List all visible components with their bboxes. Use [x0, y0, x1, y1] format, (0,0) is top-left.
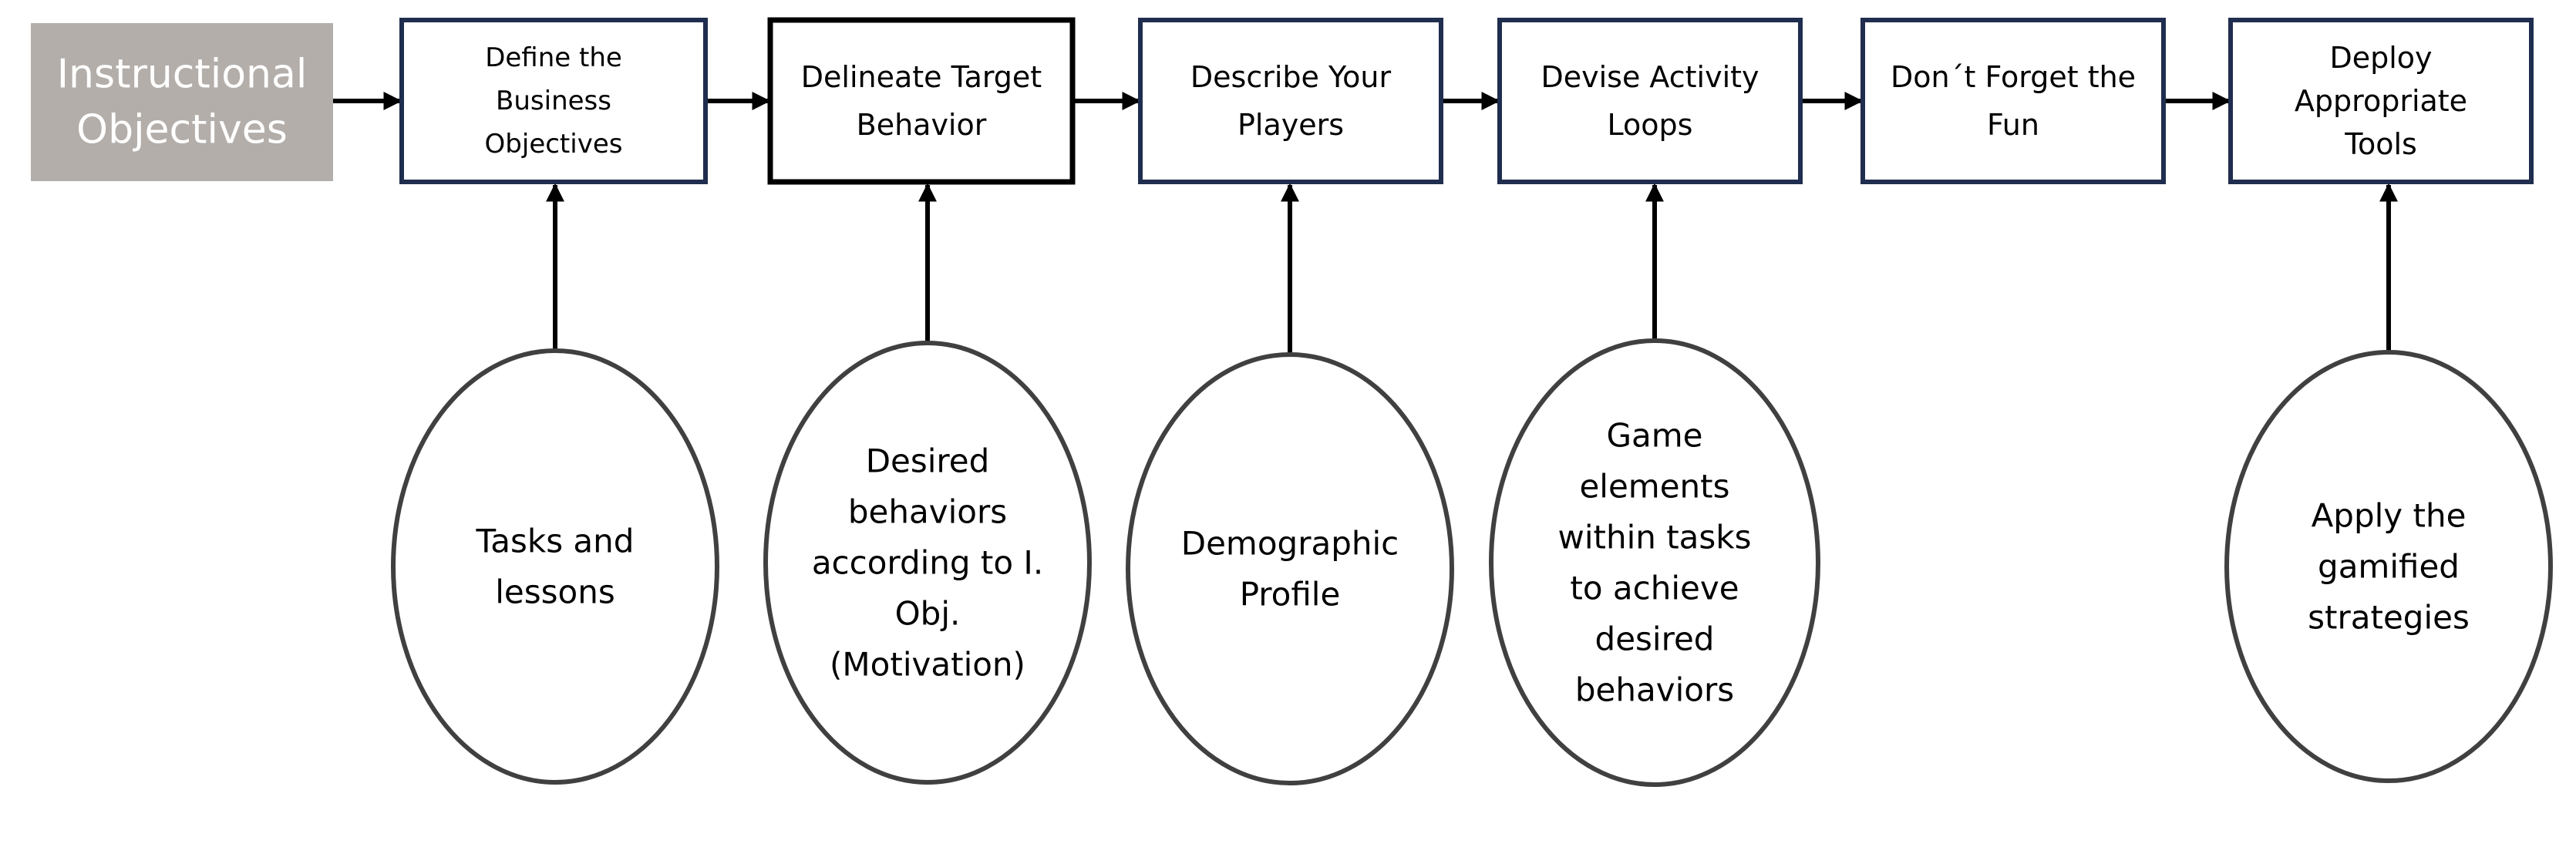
- step-1-label-line-3: Objectives: [485, 129, 623, 160]
- step-1-label-line-1: Define the: [485, 42, 622, 73]
- step-box: [1860, 18, 2166, 184]
- step-3-label-line-2: Players: [1237, 108, 1344, 142]
- input-1-label-line-1: Tasks and: [476, 523, 635, 560]
- start-node-label-line-2: Objectives: [76, 107, 288, 153]
- step-6-label-line-3: Tools: [2344, 127, 2417, 161]
- input-2-label-line-5: (Motivation): [830, 646, 1025, 684]
- input-4-label-line-6: behaviors: [1575, 671, 1734, 709]
- input-2-label-line-1: Desired: [866, 442, 990, 480]
- step-3-label-line-1: Describe Your: [1190, 60, 1392, 94]
- input-4-label-line-1: Game: [1606, 417, 1702, 455]
- input-ellipse: [763, 341, 1092, 785]
- input-ellipse: [391, 348, 719, 785]
- step-4-label-line-2: Loops: [1608, 108, 1693, 142]
- input-3-label-line-1: Demographic: [1181, 525, 1399, 563]
- input-5: Apply the gamified strategies: [2224, 350, 2553, 783]
- step-2-label-line-2: Behavior: [857, 108, 987, 142]
- input-1: Tasks and lessons: [391, 348, 719, 785]
- input-ellipse: [1126, 352, 1454, 785]
- input-4-label-line-4: to achieve: [1570, 570, 1739, 607]
- input-2: Desired behaviors according to I. Obj. (Moti…: [763, 341, 1092, 785]
- step-2-label-line-1: Delineate Target: [801, 60, 1042, 94]
- input-2-label-line-2: behaviors: [848, 493, 1007, 531]
- input-5-label-line-3: strategies: [2308, 599, 2470, 637]
- step-5-label-line-1: Don´t Forget the: [1891, 60, 2136, 94]
- input-4: Game elements within tasks to achieve desire…: [1489, 338, 1820, 787]
- step-5-label-line-2: Fun: [1987, 108, 2039, 142]
- step-6-label-line-1: Deploy: [2329, 41, 2432, 75]
- input-1-label-line-2: lessons: [495, 573, 615, 611]
- input-5-label-line-1: Apply the: [2312, 497, 2467, 535]
- step-box: [2228, 18, 2534, 184]
- input-ellipse: [2224, 350, 2553, 783]
- start-node-label-line-1: Instructional: [57, 52, 308, 98]
- step-box: [1497, 18, 1803, 184]
- input-4-label-line-5: desired: [1595, 620, 1715, 658]
- input-ellipse: [1489, 338, 1820, 787]
- input-5-label-line-2: gamified: [2318, 548, 2460, 586]
- input-2-label-line-3: according to I.: [812, 544, 1043, 582]
- input-4-label-line-3: within tasks: [1557, 519, 1751, 556]
- step-1-label-line-2: Business: [496, 86, 611, 116]
- step-4-label-line-1: Devise Activity: [1541, 60, 1759, 94]
- step-6-label-line-2: Appropriate: [2295, 84, 2467, 118]
- step-box: [1138, 18, 1443, 184]
- step-box: [399, 18, 708, 184]
- input-2-label-line-4: Obj.: [895, 595, 961, 633]
- start-node-box: [31, 23, 333, 181]
- input-3-label-line-2: Profile: [1240, 576, 1341, 614]
- step-box: [767, 17, 1076, 185]
- input-4-label-line-2: elements: [1579, 468, 1729, 506]
